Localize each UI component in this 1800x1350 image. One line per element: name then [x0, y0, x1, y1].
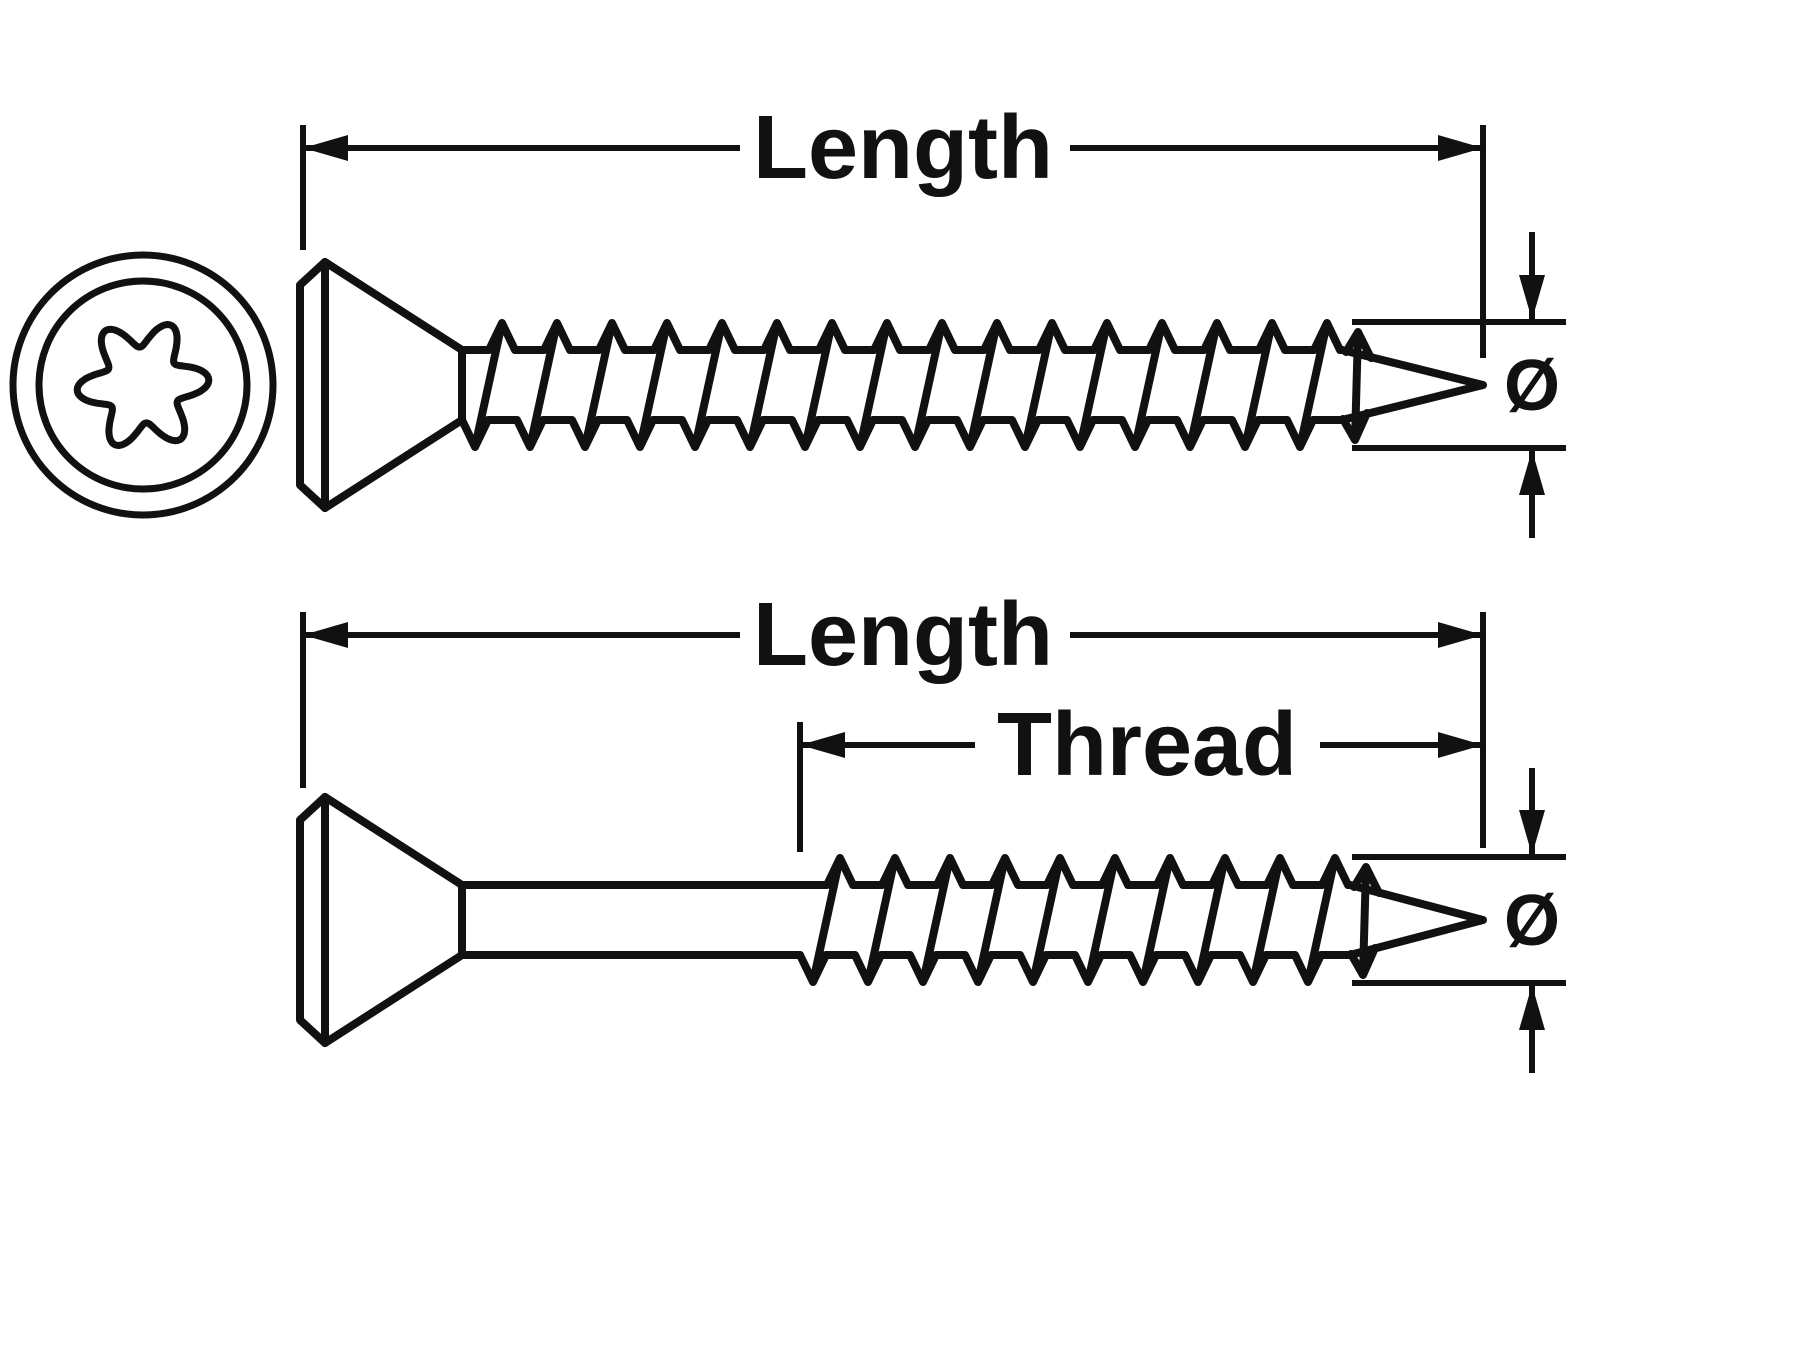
diameter-label-top: Ø — [1504, 346, 1560, 426]
thread-teeth — [458, 319, 1346, 451]
plain-shank — [458, 881, 804, 959]
head-outer-circle — [9, 251, 277, 519]
thread-teeth — [796, 854, 1354, 986]
screw-partial-thread — [296, 793, 1487, 1047]
partial-thread-threads — [796, 854, 1354, 986]
length-label-top: Length — [753, 98, 1053, 198]
screw-full-thread — [296, 258, 1487, 512]
diameter-label-bottom: Ø — [1504, 881, 1560, 961]
torx-recess-icon — [73, 321, 213, 449]
dim-length-top: Length — [300, 98, 1486, 358]
partial-thread-tip — [1346, 863, 1487, 979]
dim-thread: Thread — [797, 695, 1483, 852]
screw-tip — [1338, 328, 1487, 444]
dim-diameter-top: Ø — [1352, 232, 1566, 538]
torx-head-front-view — [9, 251, 277, 519]
full-thread-threads — [458, 319, 1346, 451]
thread-label: Thread — [997, 695, 1297, 795]
dim-length-bottom: Length — [300, 585, 1486, 848]
head-inner-circle — [35, 277, 251, 493]
length-label-bottom: Length — [753, 585, 1053, 685]
full-thread-tip — [1338, 328, 1487, 444]
screw-tip — [1346, 863, 1487, 979]
dim-diameter-bottom: Ø — [1352, 768, 1566, 1073]
